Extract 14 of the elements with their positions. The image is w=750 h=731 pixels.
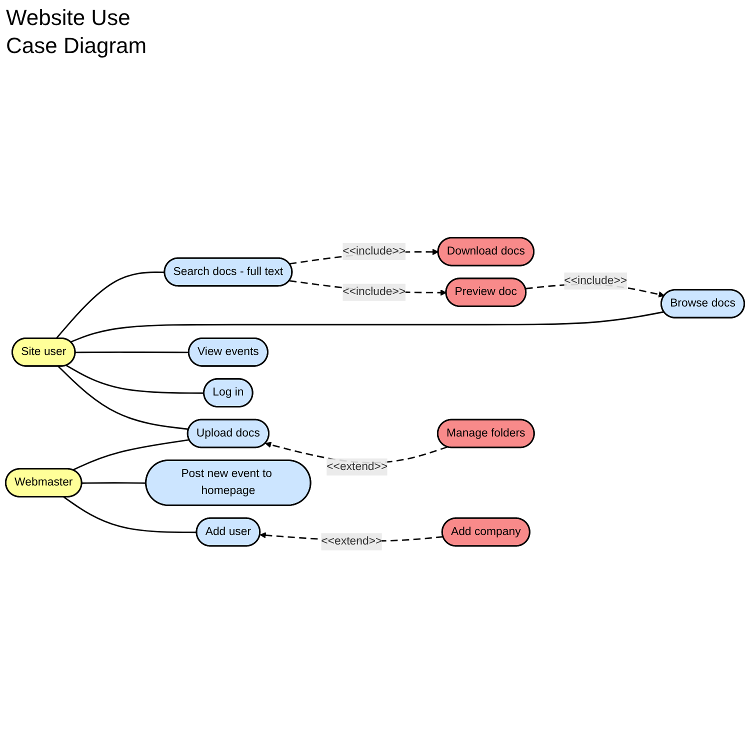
- diagram-title: Website Use Case Diagram: [6, 4, 148, 59]
- connector: [63, 496, 197, 534]
- edge-label: <<extend>>: [321, 535, 382, 548]
- edge-label: <<include>>: [342, 286, 406, 298]
- edge-label: <<extend>>: [326, 460, 388, 473]
- connector: [58, 366, 189, 430]
- connector: [75, 352, 190, 354]
- connector: [56, 272, 165, 339]
- connector: [66, 364, 204, 394]
- edge-label: <<include>>: [342, 245, 406, 258]
- connector: [82, 482, 146, 484]
- edge-label: <<include>>: [564, 274, 628, 287]
- connector: [70, 311, 664, 343]
- connector: [72, 439, 190, 471]
